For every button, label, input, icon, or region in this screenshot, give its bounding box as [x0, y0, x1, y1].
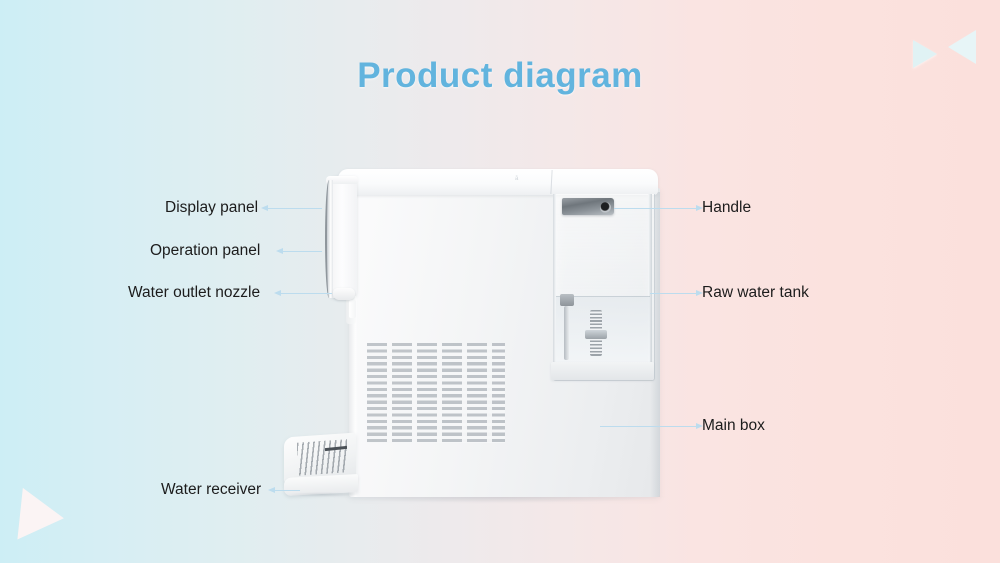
page-title: Product diagram	[357, 56, 643, 95]
triangle-right-icon	[913, 40, 937, 68]
tank-left-post	[553, 194, 556, 380]
callout-label-display-panel: Display panel	[165, 199, 259, 216]
callout-label-water-receiver: Water receiver	[161, 481, 262, 498]
callout-leader-operation-panel	[283, 251, 322, 252]
callout-arrowhead-water-receiver	[268, 487, 275, 493]
top-lid	[338, 169, 658, 195]
callout-leader-water-outlet-nozzle	[281, 293, 332, 294]
water-receiver-shadow	[286, 492, 358, 497]
callout-arrowhead-water-outlet-nozzle	[274, 290, 281, 296]
callout-arrowhead-main-box	[696, 423, 703, 429]
callout-leader-display-panel	[268, 208, 322, 209]
callout-leader-main-box	[600, 426, 696, 427]
callout-leader-handle	[614, 208, 696, 209]
main-box-left-edge	[349, 188, 358, 497]
callout-label-main-box: Main box	[702, 417, 765, 434]
callout-label-operation-panel: Operation panel	[150, 242, 261, 259]
tank-valve-head	[560, 294, 574, 306]
callout-arrowhead-handle	[696, 205, 703, 211]
ventilation-grille	[367, 343, 505, 443]
lid-brand-mark: ā	[515, 176, 524, 182]
water-outlet-nozzle[interactable]	[333, 288, 355, 300]
water-receiver-grid	[297, 439, 347, 476]
side-panel-top-cap	[326, 176, 358, 184]
callout-label-raw-water-tank: Raw water tank	[702, 284, 809, 301]
tank-valve-collar	[585, 330, 607, 339]
side-panel-chrome-trim	[325, 180, 333, 298]
tank-handle-hole-icon	[600, 202, 611, 213]
product-ground-shadow	[330, 494, 666, 503]
tank-valve-rod	[564, 306, 569, 360]
main-box-right-shading	[650, 192, 660, 497]
tank-water-line	[556, 296, 650, 297]
callout-arrowhead-raw-water-tank	[696, 290, 703, 296]
callout-label-water-outlet-nozzle: Water outlet nozzle	[128, 284, 261, 301]
callout-leader-water-receiver	[275, 490, 300, 491]
callout-leader-raw-water-tank	[650, 293, 696, 294]
side-control-panel[interactable]	[330, 176, 357, 298]
callout-arrowhead-operation-panel	[276, 248, 283, 254]
callout-label-handle: Handle	[702, 199, 752, 216]
triangle-left-icon	[948, 30, 976, 64]
side-panel-notch	[349, 300, 356, 318]
tank-right-post	[648, 194, 652, 380]
callout-arrowhead-display-panel	[261, 205, 268, 211]
tank-base	[551, 362, 654, 380]
